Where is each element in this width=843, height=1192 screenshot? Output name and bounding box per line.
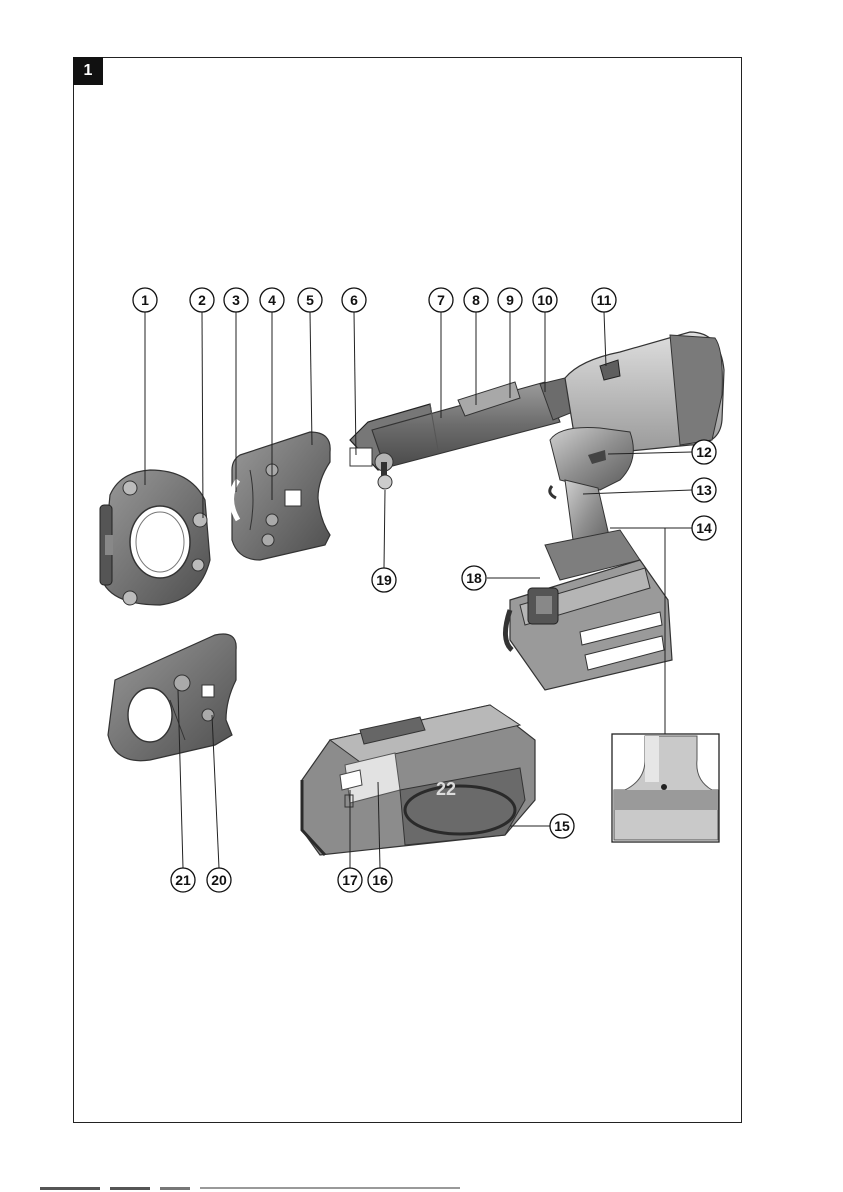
callout-20: 20 bbox=[207, 868, 231, 892]
callout-3: 3 bbox=[224, 288, 248, 312]
callout-10: 10 bbox=[533, 288, 557, 312]
callout-number: 14 bbox=[696, 520, 712, 536]
callout-1: 1 bbox=[133, 288, 157, 312]
press-ring bbox=[100, 470, 210, 605]
callout-14: 14 bbox=[692, 516, 716, 540]
callout-number: 11 bbox=[597, 292, 612, 308]
callout-17: 17 bbox=[338, 868, 362, 892]
callout-number: 13 bbox=[696, 482, 712, 498]
callout-12: 12 bbox=[692, 440, 716, 464]
callout-19: 19 bbox=[372, 568, 396, 592]
callout-7: 7 bbox=[429, 288, 453, 312]
callout-11: 11 bbox=[592, 288, 616, 312]
battery-voltage-label: 22 bbox=[436, 779, 456, 799]
callout-number: 16 bbox=[372, 872, 388, 888]
callout-number: 7 bbox=[437, 292, 445, 308]
callout-9: 9 bbox=[498, 288, 522, 312]
callout-6: 6 bbox=[342, 288, 366, 312]
callout-number: 15 bbox=[554, 818, 570, 834]
press-insert bbox=[108, 634, 236, 761]
callout-4: 4 bbox=[260, 288, 284, 312]
callout-number: 19 bbox=[376, 572, 392, 588]
callout-number: 3 bbox=[232, 292, 240, 308]
callout-number: 6 bbox=[350, 292, 358, 308]
callout-15: 15 bbox=[550, 814, 574, 838]
callout-number: 21 bbox=[175, 872, 191, 888]
callout-18: 18 bbox=[462, 566, 486, 590]
print-marks bbox=[0, 1185, 843, 1192]
callout-2: 2 bbox=[190, 288, 214, 312]
callout-5: 5 bbox=[298, 288, 322, 312]
callout-number: 17 bbox=[342, 872, 358, 888]
callout-8: 8 bbox=[464, 288, 488, 312]
callout-number: 9 bbox=[506, 292, 514, 308]
callout-13: 13 bbox=[692, 478, 716, 502]
callout-number: 20 bbox=[211, 872, 227, 888]
detail-inset bbox=[612, 734, 719, 842]
callout-number: 4 bbox=[268, 292, 276, 308]
callout-number: 12 bbox=[696, 444, 712, 460]
press-jaw bbox=[232, 432, 331, 560]
callout-number: 1 bbox=[141, 292, 149, 308]
battery-pack: 22 bbox=[302, 705, 535, 855]
callout-16: 16 bbox=[368, 868, 392, 892]
callout-number: 8 bbox=[472, 292, 480, 308]
callout-number: 2 bbox=[198, 292, 206, 308]
callout-21: 21 bbox=[171, 868, 195, 892]
callout-number: 10 bbox=[537, 292, 553, 308]
callout-number: 5 bbox=[306, 292, 314, 308]
callout-number: 18 bbox=[466, 570, 482, 586]
